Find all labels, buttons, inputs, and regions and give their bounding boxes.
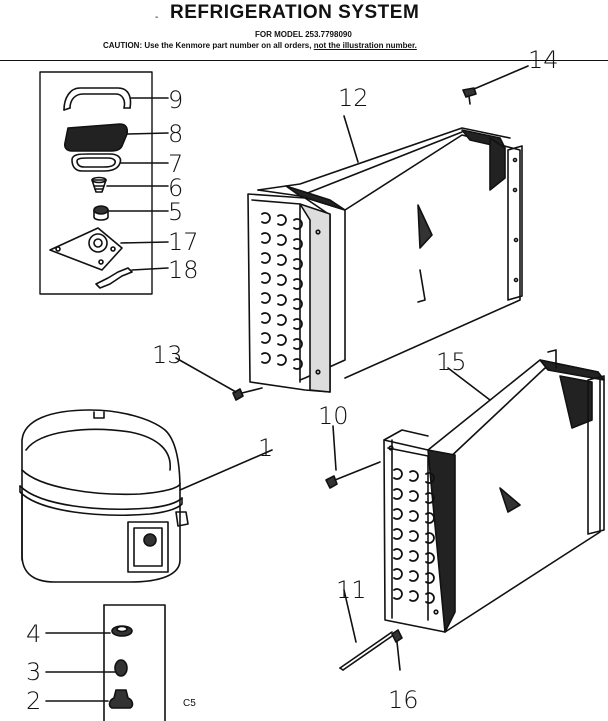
title-mark: - [155, 12, 159, 23]
part-2-mount [45, 689, 134, 709]
part-6-grommet [91, 176, 107, 193]
callout-18: 18 [168, 256, 199, 284]
callout-12: 12 [338, 84, 369, 112]
part-17-base-plate [49, 227, 123, 271]
part-9-bracket [63, 87, 132, 111]
diagram-header: - REFRIGERATION SYSTEM FOR MODEL 253.779… [0, 0, 608, 60]
callout-10: 10 [318, 402, 349, 430]
part-3-grommet [45, 659, 128, 677]
page-title: REFRIGERATION SYSTEM [170, 2, 420, 23]
part-kit-2-3-4 [45, 604, 166, 721]
part-8-mount-pad [64, 123, 129, 152]
part-15-evaporator [383, 349, 605, 633]
callout-6: 6 [168, 174, 184, 202]
model-line: FOR MODEL 253.7798090 [255, 30, 352, 39]
figure-code: C5 [183, 698, 196, 709]
part-5-spacer [93, 205, 109, 221]
callout-3: 3 [26, 658, 42, 686]
caution-note: CAUTION: Use the Kenmore part number on … [103, 41, 417, 50]
part-10-screw [325, 425, 381, 489]
callout-14: 14 [528, 46, 559, 74]
callout-16: 16 [388, 686, 419, 714]
part-14-screw [462, 65, 529, 105]
part-12-condenser [247, 115, 523, 393]
callout-8: 8 [168, 120, 184, 148]
callout-15: 15 [436, 348, 467, 376]
callout-5: 5 [168, 198, 184, 226]
part-13-screw [175, 357, 263, 401]
part-1-compressor [19, 409, 273, 583]
callout-17: 17 [168, 228, 199, 256]
part-4-washer [45, 625, 133, 637]
header-rule [0, 60, 608, 61]
callout-7: 7 [168, 150, 184, 178]
caution-emphasis: not the illustration number. [313, 41, 417, 50]
callout-1: 1 [258, 434, 274, 462]
callout-4: 4 [26, 620, 42, 648]
callout-9: 9 [168, 86, 184, 114]
hardware-kit-panel [39, 71, 169, 295]
callout-2: 2 [26, 687, 42, 715]
callout-13: 13 [152, 341, 183, 369]
part-11-tube [339, 589, 396, 671]
caution-text: CAUTION: Use the Kenmore part number on … [103, 41, 312, 50]
callout-11: 11 [336, 576, 367, 604]
part-7-gasket [71, 153, 122, 172]
part-16-fitting [391, 629, 403, 671]
part-18-clip [95, 267, 133, 289]
